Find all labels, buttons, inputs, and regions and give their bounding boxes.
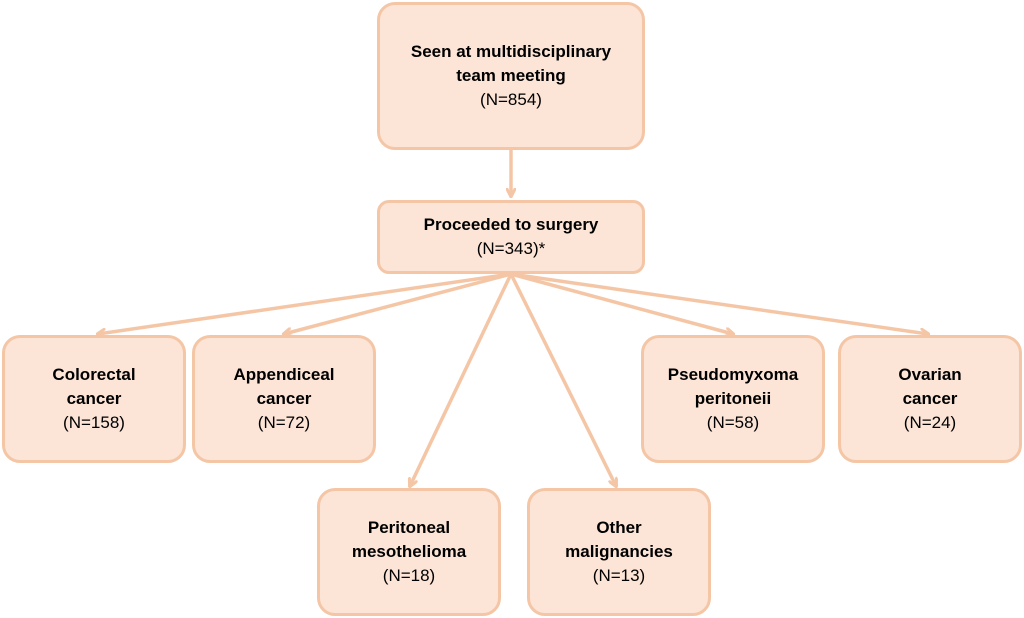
- node-mesothelioma-title-2: mesothelioma: [351, 542, 467, 561]
- node-other-title-2: malignancies: [565, 542, 673, 561]
- node-colorectal-title-2: cancer: [66, 389, 122, 408]
- node-ovarian-title-2: cancer: [902, 389, 958, 408]
- node-surgery-count: (N=343)*: [476, 239, 546, 258]
- node-surgery: Proceeded to surgery (N=343)*: [377, 200, 645, 274]
- node-appendiceal-title-2: cancer: [256, 389, 312, 408]
- node-mdt-count: (N=854): [480, 90, 542, 109]
- node-surgery-title: Proceeded to surgery: [423, 215, 599, 234]
- node-appendiceal-title-1: Appendiceal: [233, 365, 335, 384]
- node-mesothelioma-title-1: Peritoneal: [367, 518, 451, 537]
- node-mesothelioma-count: (N=18): [382, 566, 436, 585]
- node-ovarian-title-1: Ovarian: [898, 365, 962, 384]
- arrow-to-appendiceal: [284, 272, 512, 334]
- arrow-to-pseudomyxoma: [510, 272, 733, 334]
- node-pseudomyxoma-count: (N=58): [706, 413, 760, 432]
- node-pseudomyxoma: Pseudomyxoma peritoneii (N=58): [641, 335, 825, 463]
- node-colorectal-title-1: Colorectal: [52, 365, 136, 384]
- arrow-to-mesothelioma: [410, 273, 513, 486]
- node-other-title-1: Other: [596, 518, 642, 537]
- node-other-malignancies: Other malignancies (N=13): [527, 488, 711, 616]
- arrow-to-ovarian: [510, 272, 928, 334]
- node-ovarian: Ovarian cancer (N=24): [838, 335, 1022, 463]
- arrow-to-colorectal: [98, 272, 512, 334]
- node-ovarian-count: (N=24): [903, 413, 957, 432]
- arrow-to-other: [509, 273, 616, 486]
- node-other-count: (N=13): [592, 566, 646, 585]
- node-pseudomyxoma-title-1: Pseudomyxoma: [667, 365, 799, 384]
- node-colorectal: Colorectal cancer (N=158): [2, 335, 186, 463]
- node-appendiceal-count: (N=72): [257, 413, 311, 432]
- node-mdt-meeting: Seen at multidisciplinary team meeting (…: [377, 2, 645, 150]
- node-mesothelioma: Peritoneal mesothelioma (N=18): [317, 488, 501, 616]
- node-mdt-title-1: Seen at multidisciplinary: [410, 42, 612, 61]
- node-mdt-title-2: team meeting: [456, 66, 566, 85]
- node-pseudomyxoma-title-2: peritoneii: [694, 389, 772, 408]
- node-appendiceal: Appendiceal cancer (N=72): [192, 335, 376, 463]
- node-colorectal-count: (N=158): [63, 413, 125, 432]
